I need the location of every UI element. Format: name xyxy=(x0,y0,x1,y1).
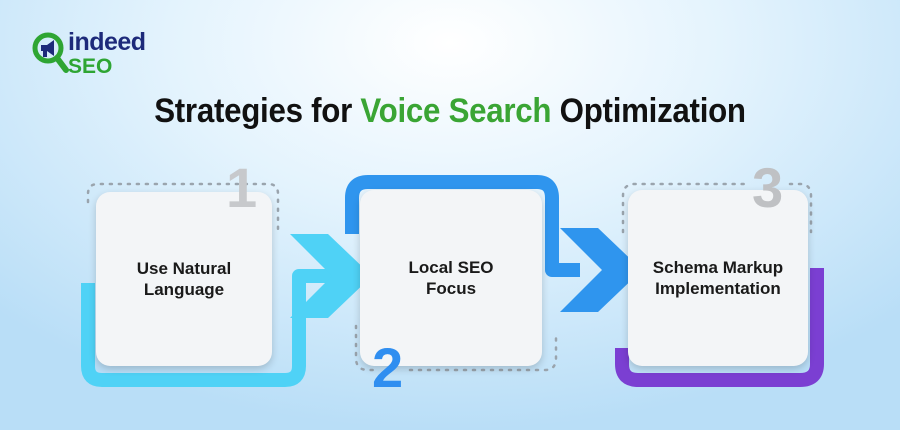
step-number-2: 2 xyxy=(372,336,404,399)
brand-subname: SEO xyxy=(68,55,113,78)
step-card-3: Schema Markup Implementation xyxy=(628,190,808,366)
step1-connector-arrow xyxy=(81,269,350,387)
brand-logo: indeed SEO xyxy=(30,26,190,82)
brand-name: indeed xyxy=(68,28,146,56)
step-label: Schema Markup Implementation xyxy=(652,258,784,298)
magnifier-megaphone-icon xyxy=(32,32,69,73)
page-title: Strategies for Voice Search Optimization xyxy=(36,92,864,131)
step-card-1: Use Natural Language xyxy=(96,192,272,366)
step3-dotted-outline xyxy=(621,182,813,234)
step-label: Use Natural Language xyxy=(136,259,232,299)
step-number-3: 3 xyxy=(752,156,784,219)
step1-dotted-outline xyxy=(86,182,280,234)
title-part-2: Optimization xyxy=(551,92,746,130)
step2-connector-arrow xyxy=(345,175,580,277)
step2-arrowhead xyxy=(560,228,642,312)
title-part-1: Strategies for xyxy=(154,92,361,130)
step2-dotted-outline xyxy=(354,324,558,372)
step-card-2: Local SEO Focus xyxy=(360,190,542,366)
step-label: Local SEO Focus xyxy=(408,258,494,298)
step-number-1: 1 xyxy=(226,156,258,219)
step3-bracket xyxy=(615,268,824,387)
step1-arrowhead xyxy=(290,234,372,318)
title-accent: Voice Search xyxy=(360,92,552,130)
